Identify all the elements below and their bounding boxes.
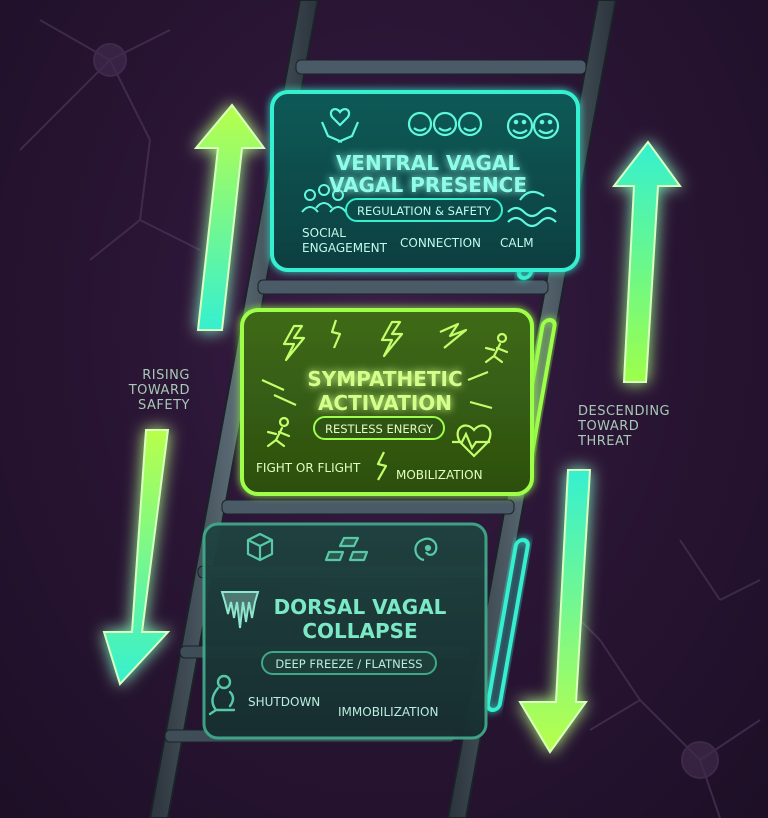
ventral-label-social: SOCIAL	[302, 226, 346, 240]
ventral-title-line1: VENTRAL VAGAL	[336, 151, 521, 175]
waves-icon	[507, 190, 557, 228]
rising-arrow-right	[611, 140, 682, 383]
blocks-icon	[324, 536, 369, 562]
rising-arrow	[193, 103, 266, 331]
heart-hands-icon	[320, 108, 360, 144]
sympathetic-label-mobilization: MOBILIZATION	[396, 468, 483, 482]
desc-label-line1: DESCENDING	[578, 404, 671, 419]
heartbeat-icon	[452, 424, 492, 458]
people-group-icon	[301, 184, 347, 213]
sympathetic-badge: RESTLESS ENERGY	[325, 422, 434, 436]
dorsal-label-immobilization: IMMOBILIZATION	[338, 705, 438, 719]
ventral-label-connection: CONNECTION	[400, 236, 481, 250]
ventral-vagal-panel: VENTRAL VAGAL VAGAL PRESENCE REGULATION …	[270, 90, 580, 272]
rise-label-line1: RISING	[142, 368, 190, 383]
rising-toward-safety-label: RISING TOWARD SAFETY	[116, 368, 190, 413]
desc-label-line2: TOWARD	[578, 419, 640, 434]
rise-label-line3: SAFETY	[138, 398, 190, 413]
icicles-icon	[220, 591, 260, 629]
running-person-icon	[266, 332, 509, 448]
descending-arrow-left	[102, 429, 171, 686]
sympathetic-label-fight-or-flight: FIGHT OR FLIGHT	[256, 461, 361, 475]
neuron-background	[19, 19, 761, 818]
cube-icon	[246, 532, 274, 562]
connected-faces-icon	[407, 111, 483, 137]
curled-figure-icon	[414, 537, 438, 562]
ventral-title-line2: VAGAL PRESENCE	[329, 173, 527, 197]
dorsal-title-line1: DORSAL VAGAL	[274, 595, 447, 619]
dorsal-label-shutdown: SHUTDOWN	[248, 695, 320, 709]
sympathetic-title-line1: SYMPATHETIC	[307, 367, 462, 391]
descending-toward-threat-label: DESCENDING TOWARD THREAT	[578, 404, 688, 449]
sympathetic-title-line2: ACTIVATION	[318, 391, 452, 415]
dorsal-title-line2: COLLAPSE	[302, 619, 417, 643]
sympathetic-panel: SYMPATHETIC ACTIVATION RESTLESS ENERGY F…	[240, 308, 534, 496]
ventral-badge: REGULATION & SAFETY	[357, 204, 492, 218]
dorsal-vagal-panel: DORSAL VAGAL COLLAPSE DEEP FREEZE / FLAT…	[202, 522, 488, 740]
ventral-label-engagement: ENGAGEMENT	[302, 241, 388, 255]
desc-label-line3: THREAT	[578, 434, 632, 449]
hunched-person-icon	[208, 674, 236, 716]
smiling-faces-icon	[506, 112, 560, 140]
dorsal-badge: DEEP FREEZE / FLATNESS	[275, 657, 422, 671]
lightning-icon	[261, 319, 493, 481]
ventral-label-calm: CALM	[500, 236, 534, 250]
rise-label-line2: TOWARD	[128, 383, 190, 398]
descending-arrow	[518, 469, 592, 754]
